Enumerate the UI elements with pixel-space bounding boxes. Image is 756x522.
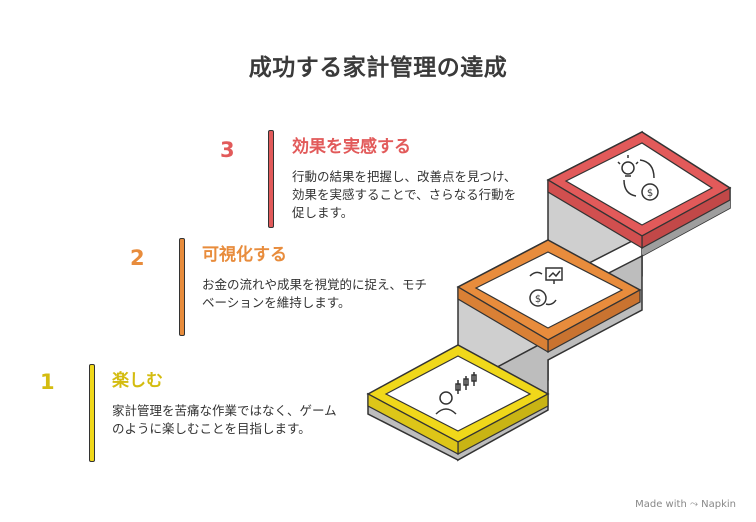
step-3-number: 3 <box>220 138 235 162</box>
page-title: 成功する家計管理の達成 <box>248 55 508 81</box>
step-3-bar <box>268 130 274 228</box>
step-3-description: 行動の結果を把握し、改善点を見つけ、効果を実感することで、さらなる行動を促します… <box>292 169 517 220</box>
step-1-bar <box>89 364 95 462</box>
step-2-number: 2 <box>130 246 145 270</box>
step-1-description: 家計管理を苦痛な作業ではなく、ゲームのように楽しむことを目指します。 <box>112 403 337 436</box>
footer-credit: Made with ⤳ Napkin <box>635 499 736 510</box>
svg-text:$: $ <box>535 294 541 305</box>
step-2-title: 可視化する <box>202 245 287 265</box>
step-1-title: 楽しむ <box>112 371 163 391</box>
step-2-description: お金の流れや成果を視覚的に捉え、モチベーションを維持します。 <box>202 277 428 310</box>
chart-dollar-icon: $ <box>529 267 563 307</box>
lightbulb-dollar-icon: $ <box>617 155 659 201</box>
person-candlestick-icon <box>435 372 477 415</box>
step-2-bar <box>179 238 185 336</box>
svg-text:$: $ <box>647 188 653 199</box>
step-3-title: 効果を実感する <box>292 137 411 157</box>
step-1-number: 1 <box>40 370 55 394</box>
